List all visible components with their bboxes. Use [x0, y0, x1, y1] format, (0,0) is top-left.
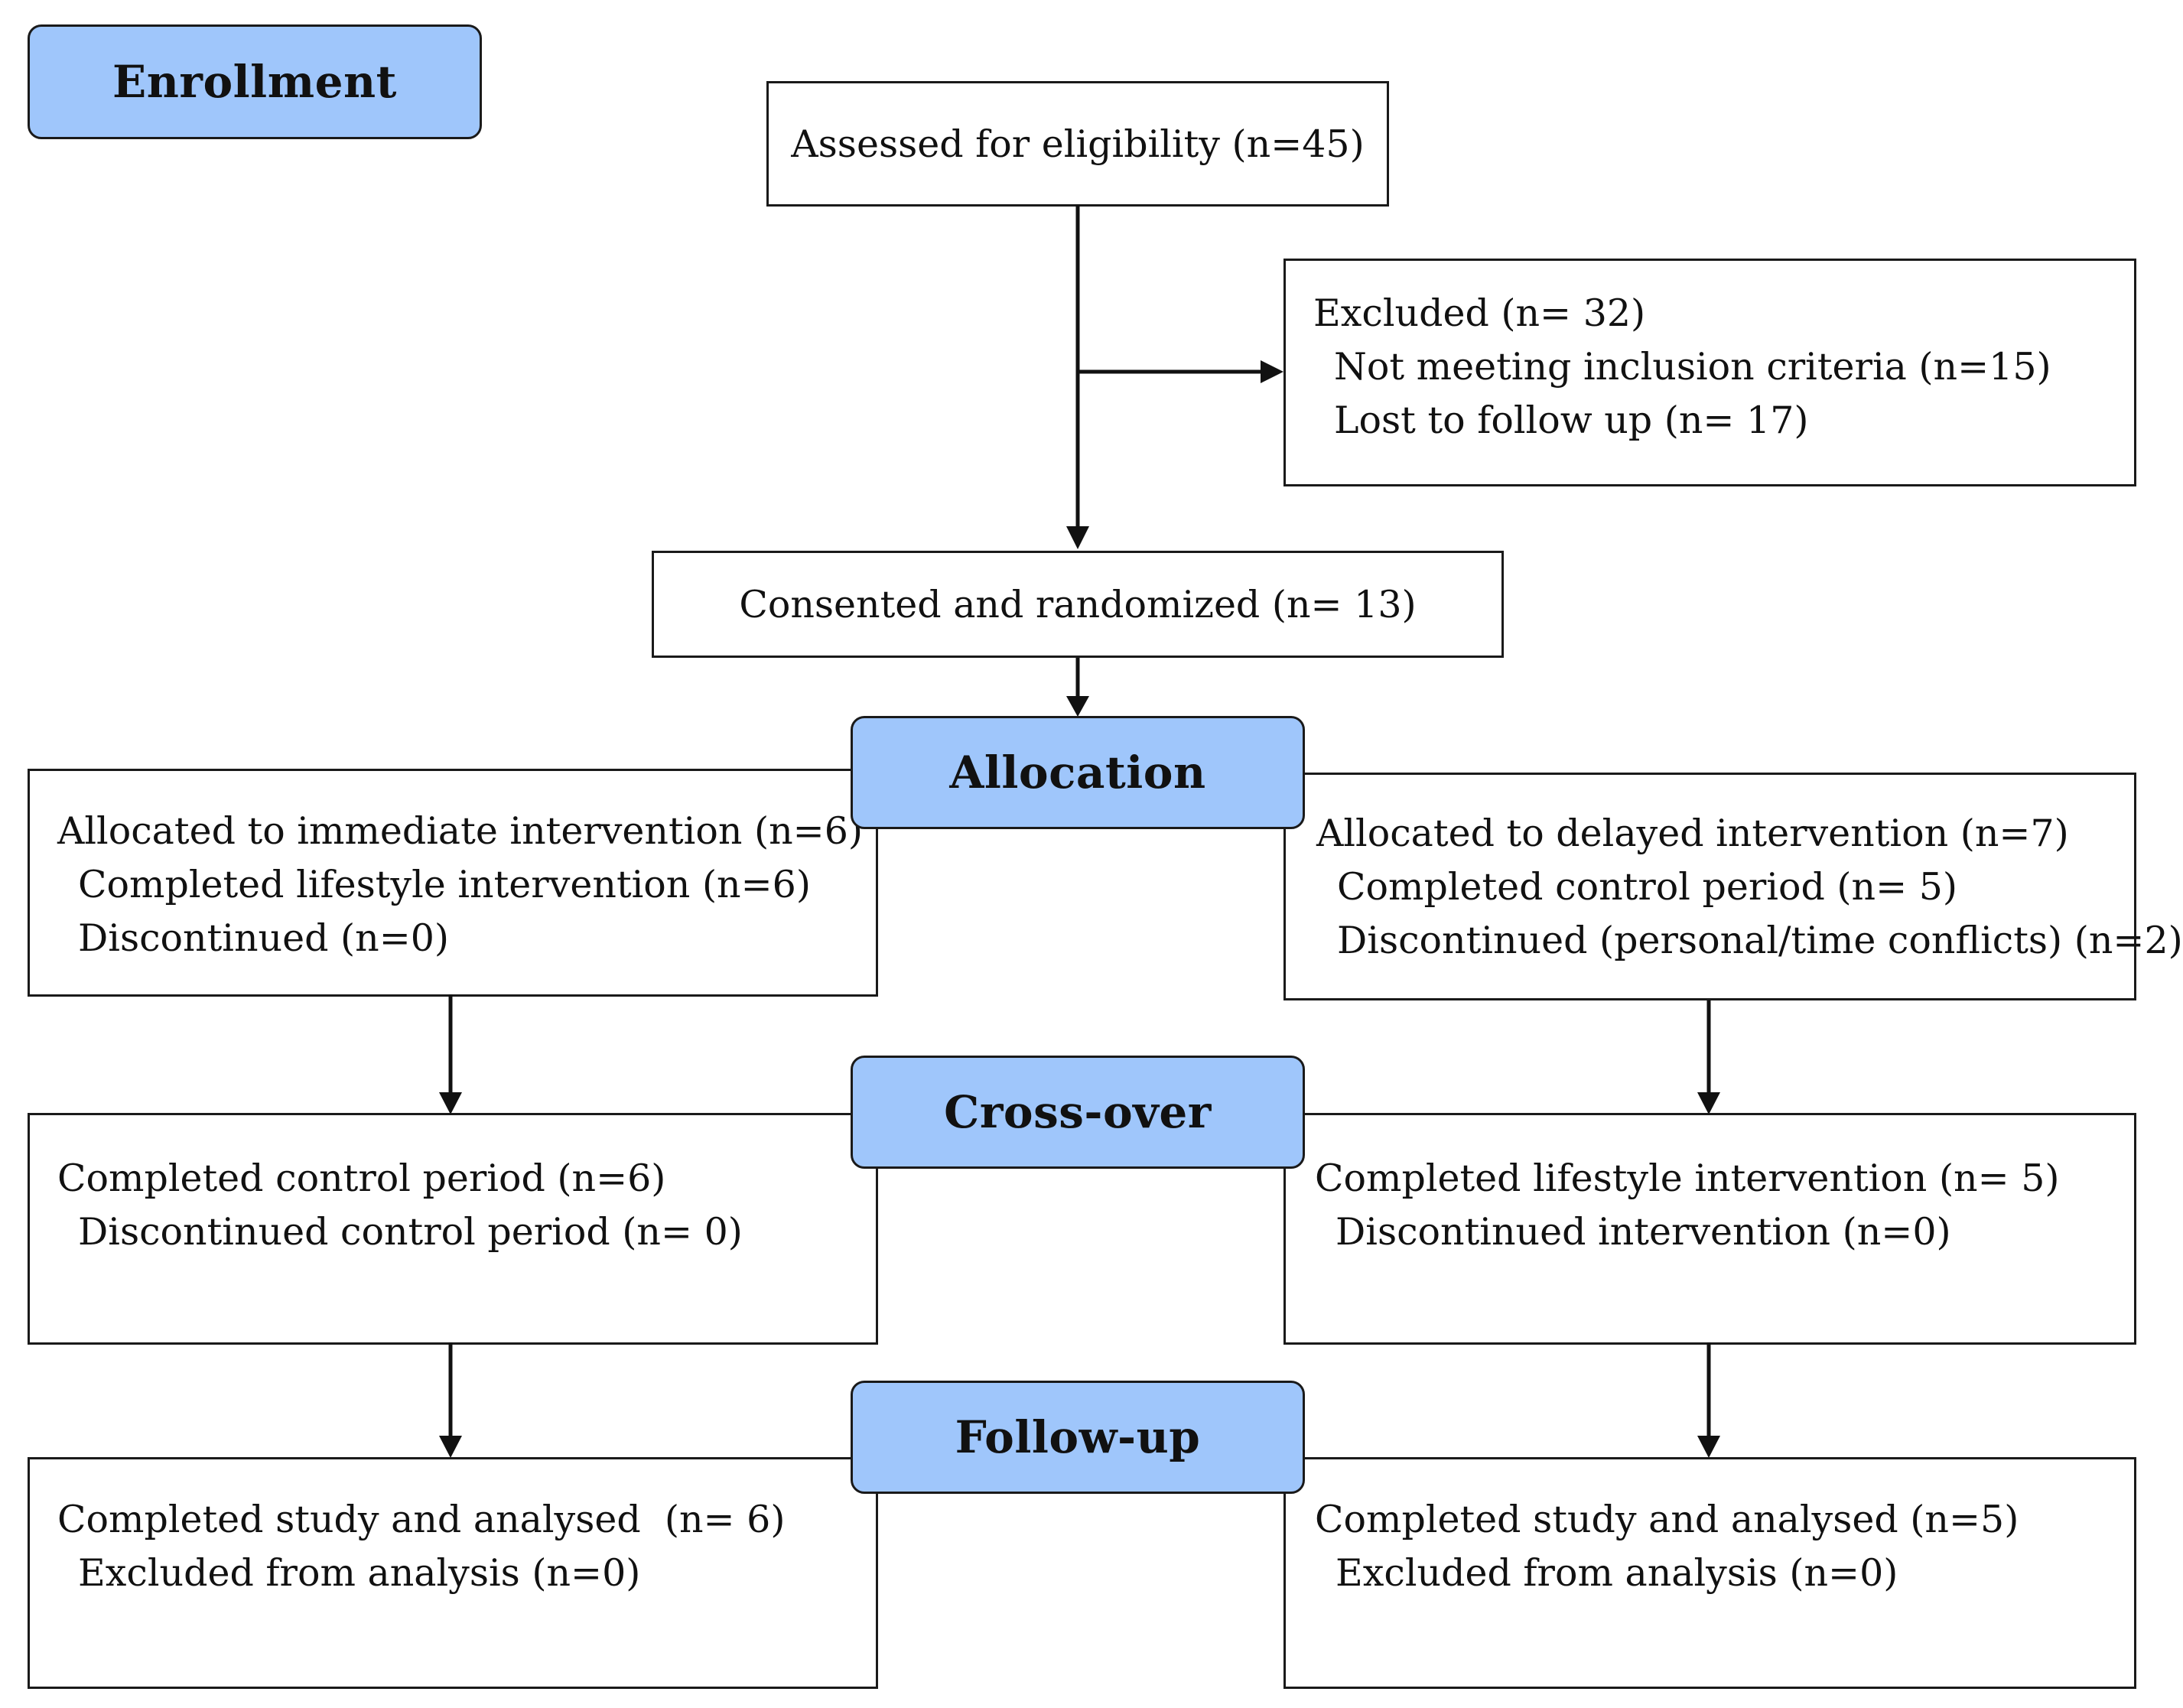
- followup-right-line-1: Excluded from analysis (n=0): [1336, 1551, 1898, 1595]
- arrow-head-excluded: [1261, 360, 1283, 383]
- assessed-text: Assessed for eligibility (n=45): [791, 122, 1365, 166]
- stage-followup: Follow-up: [851, 1381, 1305, 1494]
- allocation-right-line-1: Completed control period (n= 5): [1337, 865, 1957, 909]
- followup-left-line-1: Excluded from analysis (n=0): [78, 1551, 641, 1595]
- crossover-left-line-1: Discontinued control period (n= 0): [78, 1210, 743, 1254]
- crossover-right-box: Completed lifestyle intervention (n= 5) …: [1283, 1113, 2136, 1345]
- followup-right-title: Completed study and analysed (n=5): [1315, 1498, 2019, 1541]
- randomized-box: Consented and randomized (n= 13): [652, 551, 1504, 658]
- crossover-right-line-1: Discontinued intervention (n=0): [1336, 1210, 1951, 1254]
- arrow-head-randomized: [1066, 526, 1089, 549]
- crossover-left-title: Completed control period (n=6): [57, 1157, 666, 1200]
- arrow-head-right-crossover: [1697, 1092, 1720, 1114]
- excluded-reason-lost: Lost to follow up (n= 17): [1334, 399, 1809, 442]
- arrow-head-right-followup: [1697, 1436, 1720, 1458]
- followup-right-box: Completed study and analysed (n=5) Exclu…: [1283, 1457, 2136, 1689]
- allocation-right-line-2: Discontinued (personal/time conflicts) (…: [1337, 919, 2183, 962]
- stage-allocation: Allocation: [851, 716, 1305, 829]
- excluded-title: Excluded (n= 32): [1313, 291, 1646, 335]
- stage-crossover: Cross-over: [851, 1056, 1305, 1169]
- excluded-reason-inclusion: Not meeting inclusion criteria (n=15): [1334, 345, 2051, 389]
- arrow-head-allocation: [1066, 696, 1089, 717]
- allocation-left-line-1: Completed lifestyle intervention (n=6): [78, 863, 811, 906]
- excluded-box: Excluded (n= 32) Not meeting inclusion c…: [1283, 259, 2136, 486]
- crossover-right-title: Completed lifestyle intervention (n= 5): [1315, 1157, 2060, 1200]
- allocation-right-box: Allocated to delayed intervention (n=7) …: [1283, 773, 2183, 1000]
- allocation-left-box: Allocated to immediate intervention (n=6…: [28, 769, 878, 997]
- arrow-head-left-followup: [439, 1436, 462, 1458]
- assessed-box: Assessed for eligibility (n=45): [766, 81, 1389, 207]
- stage-enrollment: Enrollment: [28, 24, 482, 139]
- allocation-left-line-2: Discontinued (n=0): [78, 916, 450, 960]
- arrow-head-left-crossover: [439, 1092, 462, 1114]
- allocation-right-title: Allocated to delayed intervention (n=7): [1316, 812, 2069, 855]
- randomized-text: Consented and randomized (n= 13): [739, 582, 1417, 626]
- followup-left-box: Completed study and analysed (n= 6) Excl…: [28, 1457, 878, 1689]
- followup-left-title: Completed study and analysed (n= 6): [57, 1498, 786, 1541]
- allocation-left-title: Allocated to immediate intervention (n=6…: [57, 809, 863, 853]
- crossover-left-box: Completed control period (n=6) Discontin…: [28, 1113, 878, 1345]
